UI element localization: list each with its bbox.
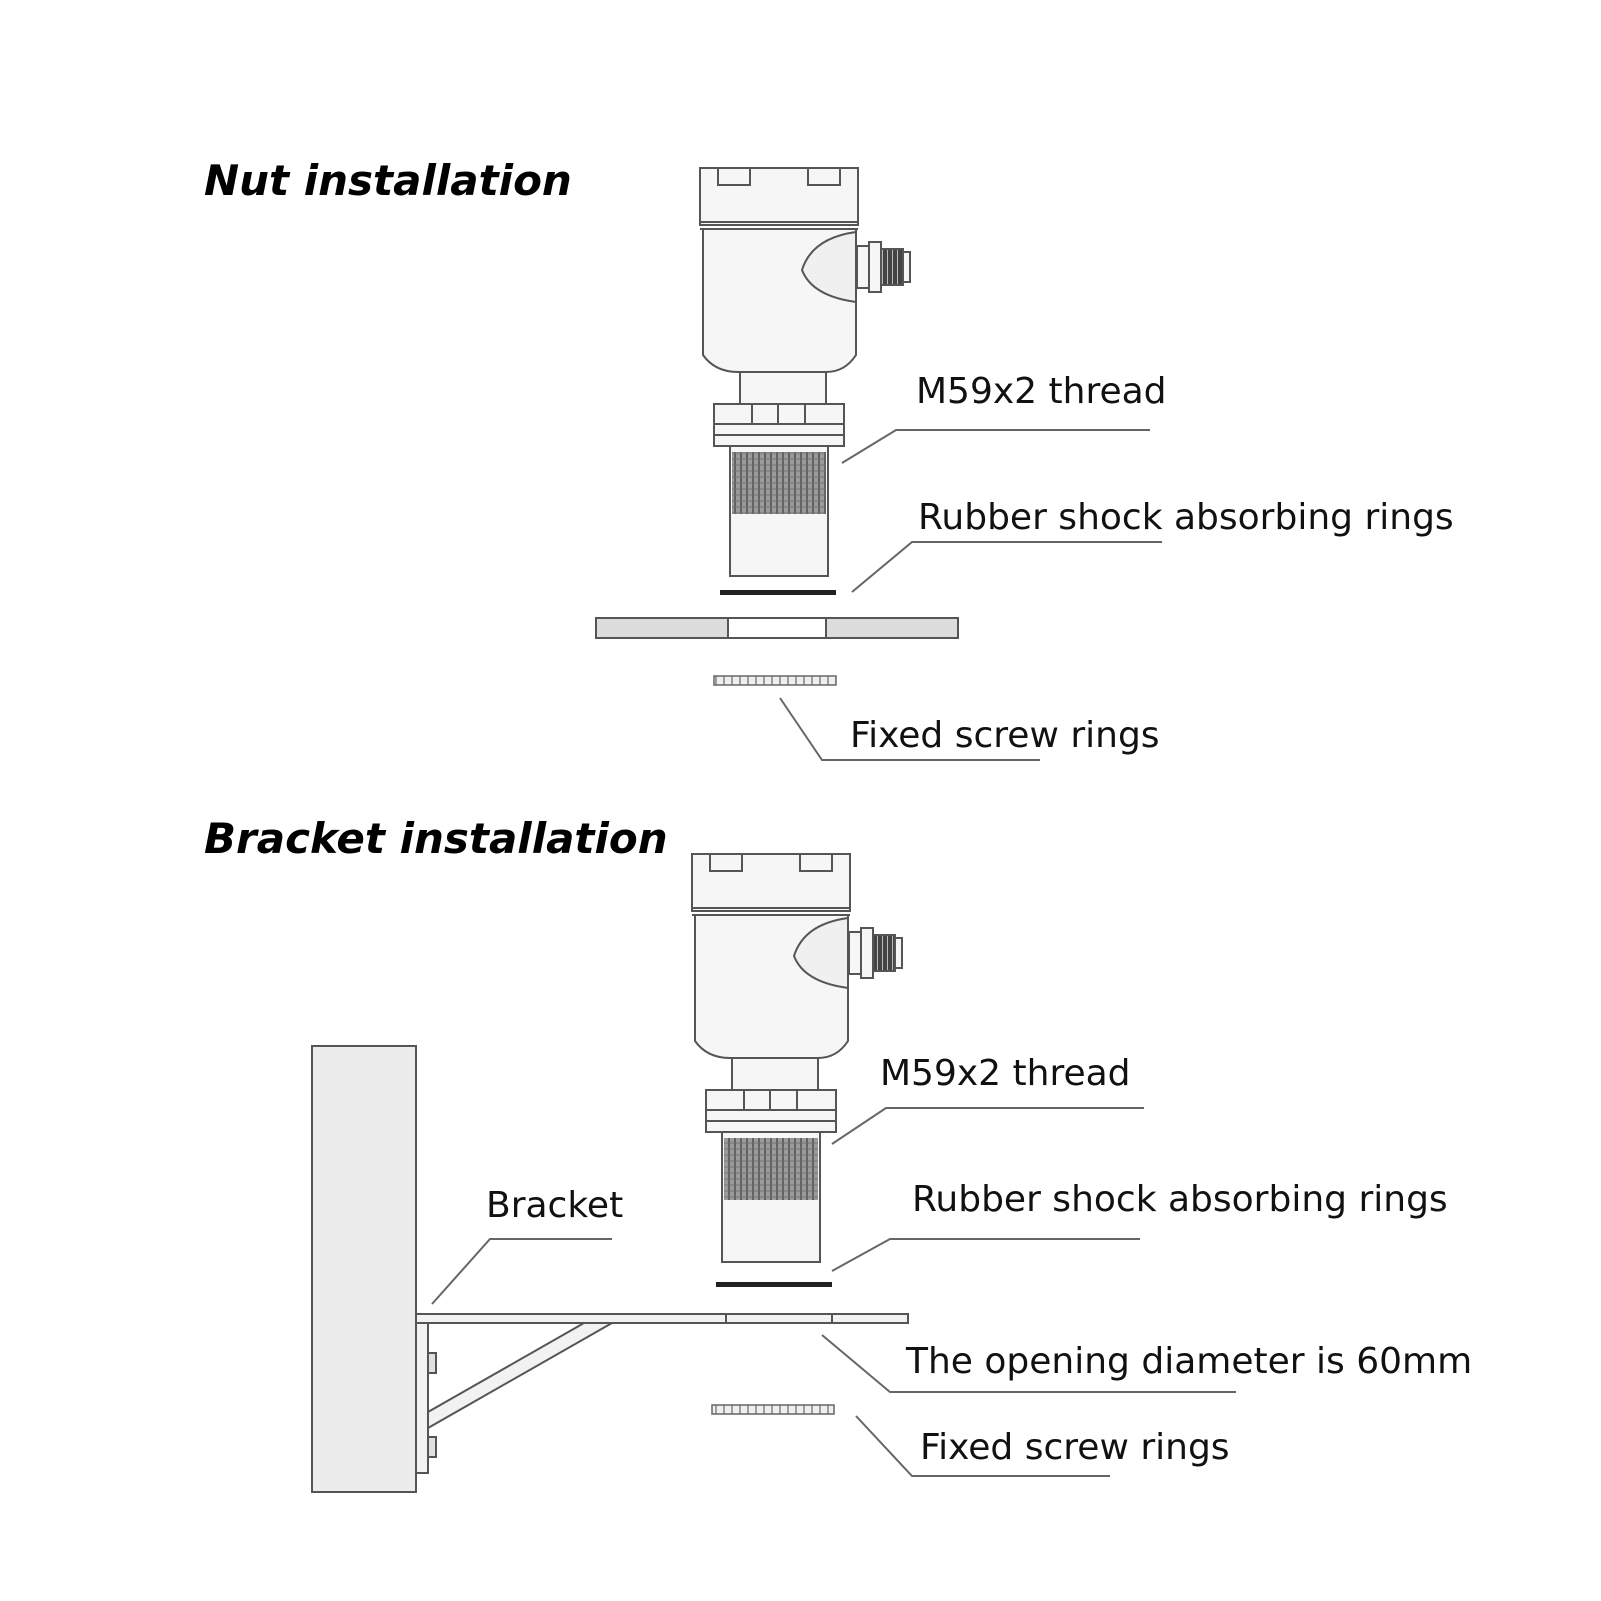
bracket-bolt-lower — [427, 1436, 437, 1458]
screw-ring-bracket — [711, 1404, 835, 1415]
leader-lines-nut — [779, 429, 1162, 761]
bracket-arm — [415, 1313, 909, 1324]
bracket-installation-heading: Bracket installation — [204, 814, 668, 863]
rubber-ring-bracket — [716, 1282, 832, 1287]
bracket-bolt-upper — [427, 1352, 437, 1374]
mounting-wall — [311, 1045, 417, 1493]
bracket-plate — [415, 1322, 429, 1474]
nut-thread-label: M59x2 thread — [916, 371, 1167, 412]
bracket-screw-label: Fixed screw rings — [920, 1427, 1230, 1468]
bracket-brace — [427, 1322, 616, 1430]
nut-screw-label: Fixed screw rings — [850, 715, 1160, 756]
opening-diameter-label: The opening diameter is 60mm — [906, 1341, 1473, 1382]
ultrasonic-sensor-bracket — [691, 853, 903, 1263]
nut-rubber-label: Rubber shock absorbing rings — [918, 497, 1454, 538]
leader-lines-bracket — [431, 1107, 1236, 1477]
rubber-ring-nut — [720, 590, 836, 595]
screw-ring-nut — [713, 675, 837, 686]
bracket-thread-label: M59x2 thread — [880, 1053, 1131, 1094]
mounting-plate-nut — [595, 617, 959, 639]
bracket-rubber-label: Rubber shock absorbing rings — [912, 1179, 1448, 1220]
ultrasonic-sensor-nut — [699, 167, 911, 577]
bracket-label: Bracket — [486, 1185, 624, 1226]
nut-installation-heading: Nut installation — [204, 156, 572, 205]
wall-bracket — [311, 1045, 909, 1493]
